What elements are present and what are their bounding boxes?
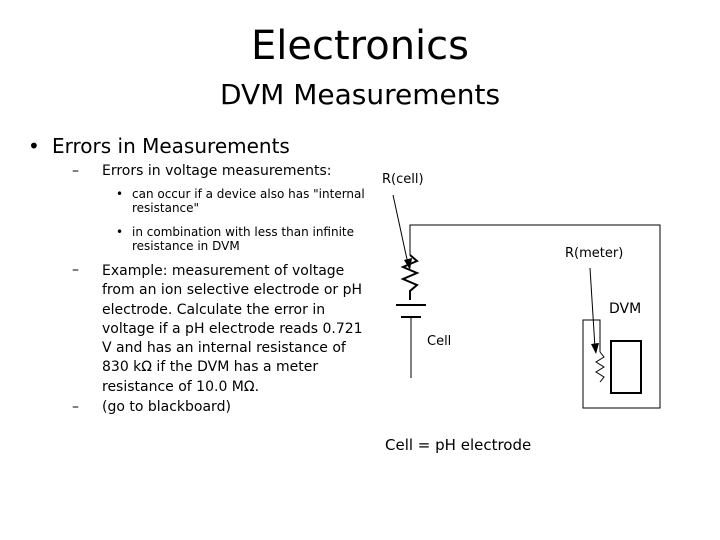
- bullet-icon: •: [28, 134, 40, 158]
- r-meter-label: R(meter): [565, 246, 624, 261]
- resistor-meter: [595, 351, 605, 383]
- main-bullet-text: Errors in Measurements: [52, 134, 290, 158]
- subitem-text: can occur if a device also has "internal…: [132, 187, 365, 215]
- r-cell-label: R(cell): [382, 172, 424, 187]
- item-text: (go to blackboard): [102, 399, 231, 415]
- cell-label: Cell: [427, 334, 452, 349]
- dvm-label: DVM: [609, 301, 642, 317]
- diagram-caption: Cell = pH electrode: [385, 436, 532, 454]
- arrow-r-meter: [589, 267, 596, 349]
- slide-subtitle: DVM Measurements: [219, 78, 501, 111]
- slide-title: Electronics: [250, 23, 469, 69]
- item-text: Errors in voltage measurements:: [102, 163, 332, 179]
- dash-icon: –: [72, 399, 79, 415]
- dot-icon: •: [116, 225, 124, 239]
- subitem-text: in combination with less than infinite r…: [132, 225, 355, 253]
- item-text: Example: measurement of voltage from an …: [102, 263, 363, 395]
- dot-icon: •: [116, 187, 124, 201]
- wire-right: [582, 319, 601, 376]
- dvm-box: [610, 340, 642, 394]
- dash-icon: –: [72, 163, 79, 179]
- resistor-cell: [400, 254, 420, 300]
- dash-icon: –: [72, 262, 79, 278]
- arrow-r-cell: [392, 194, 409, 265]
- wire-loop: [409, 224, 661, 409]
- main-bullet: • Errors in Measurements: [28, 133, 290, 159]
